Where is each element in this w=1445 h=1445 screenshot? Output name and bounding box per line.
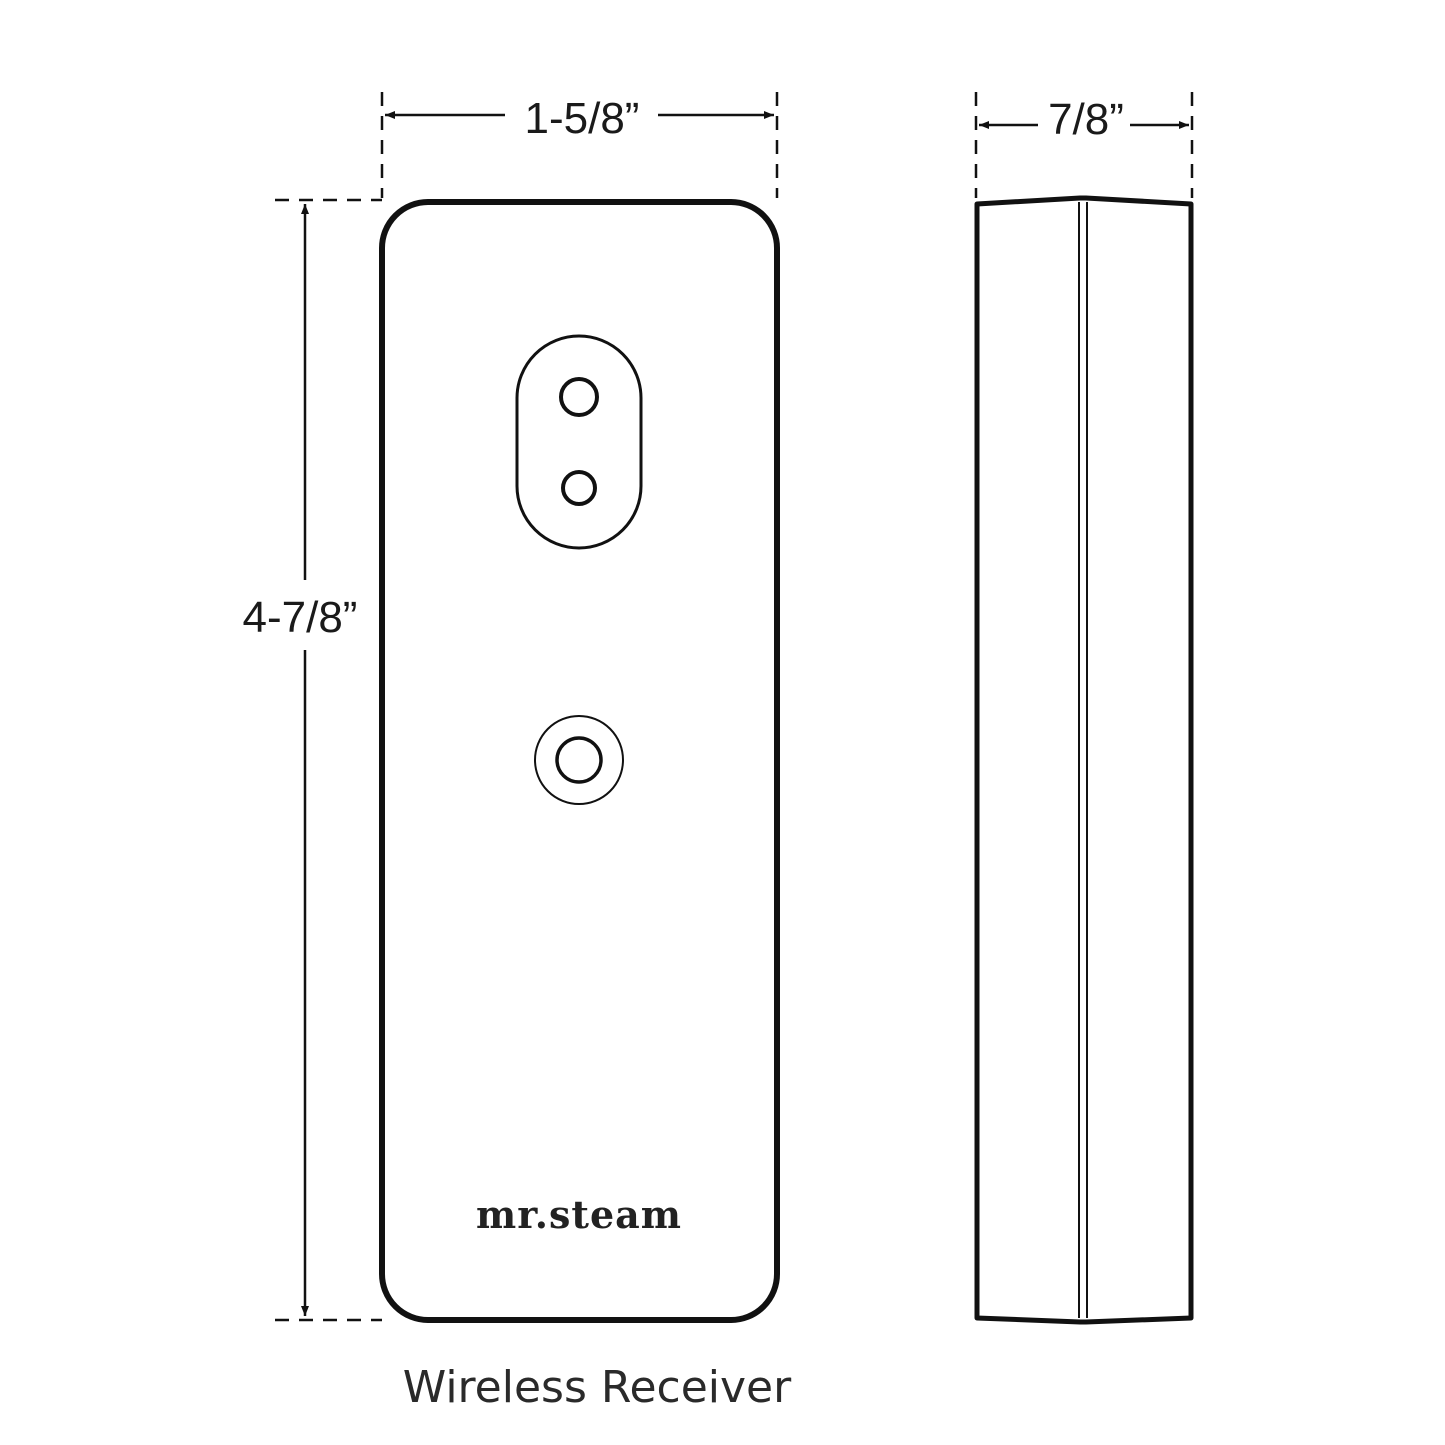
height-dimension: 4-7/8” — [243, 198, 382, 1322]
side-view — [974, 195, 1194, 1325]
pairing-button — [534, 715, 624, 805]
diagram-caption: Wireless Receiver — [403, 1362, 792, 1413]
depth-dimension: 7/8” — [974, 92, 1194, 198]
sensor-window — [515, 334, 643, 550]
width-dimension: 1-5/8” — [380, 92, 779, 198]
height-label: 4-7/8” — [243, 593, 358, 642]
indicator-led-bottom — [561, 470, 597, 506]
front-view: mr.steam — [379, 199, 780, 1323]
brand-logo: mr.steam — [476, 1192, 682, 1237]
depth-label: 7/8” — [1048, 95, 1124, 144]
width-label: 1-5/8” — [525, 94, 640, 143]
indicator-led-top — [559, 377, 599, 417]
